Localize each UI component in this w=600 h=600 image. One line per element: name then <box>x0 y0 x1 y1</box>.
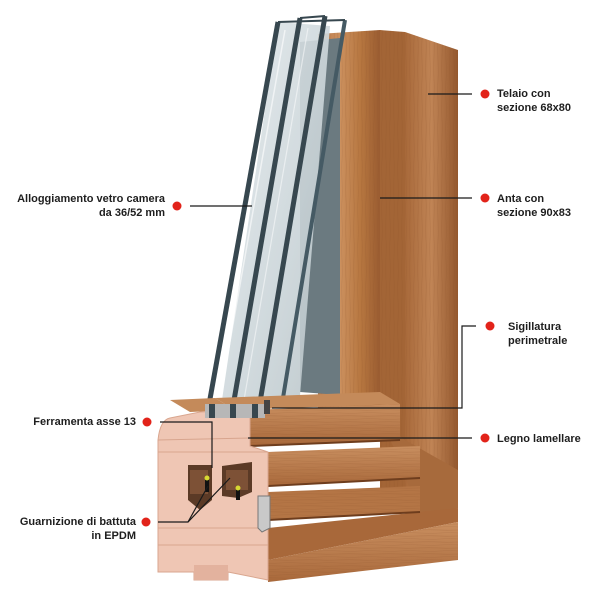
leader-lines <box>158 93 476 523</box>
label-guarnizione: Guarnizione di battuta in EPDM <box>20 515 136 543</box>
label-vetro: Alloggiamento vetro camera da 36/52 mm <box>17 192 165 220</box>
label-legno: Legno lamellare <box>497 432 581 446</box>
label-ferramenta-line1: Ferramenta asse 13 <box>33 416 136 428</box>
label-guarnizione-line1: Guarnizione di battuta <box>19 516 136 528</box>
label-sigillatura-line2: perimetrale <box>508 335 568 347</box>
leader-sigillatura <box>272 325 476 409</box>
label-sigillatura: Sigillatura perimetrale <box>508 320 567 348</box>
label-telaio-line1: Telaio con <box>497 88 551 100</box>
label-telaio: Telaio con sezione 68x80 <box>497 87 571 115</box>
dot-telaio <box>480 89 490 99</box>
dot-ferramenta <box>142 417 152 427</box>
label-sigillatura-line1: Sigillatura <box>508 321 562 333</box>
label-legno-line1: Legno lamellare <box>497 433 581 445</box>
label-anta-line1: Anta con <box>497 193 545 205</box>
label-vetro-line2: da 36/52 mm <box>98 207 165 219</box>
dot-legno <box>480 433 490 443</box>
frame-vertical <box>380 30 458 508</box>
dot-guarnizione <box>141 517 151 527</box>
label-anta-line2: sezione 90x83 <box>497 207 571 219</box>
dot-sigillatura <box>485 321 495 331</box>
label-telaio-line2: sezione 68x80 <box>497 102 571 114</box>
bottom-members-side <box>249 404 458 582</box>
label-guarnizione-line2: in EPDM <box>91 530 136 542</box>
leader-ferramenta <box>160 421 213 468</box>
glass-unit <box>205 15 347 415</box>
callout-dots <box>141 89 495 527</box>
dot-anta <box>480 193 490 203</box>
dot-vetro <box>172 201 182 211</box>
label-ferramenta: Ferramenta asse 13 <box>33 415 136 429</box>
label-anta: Anta con sezione 90x83 <box>497 192 571 220</box>
label-vetro-line1: Alloggiamento vetro camera <box>17 193 165 205</box>
